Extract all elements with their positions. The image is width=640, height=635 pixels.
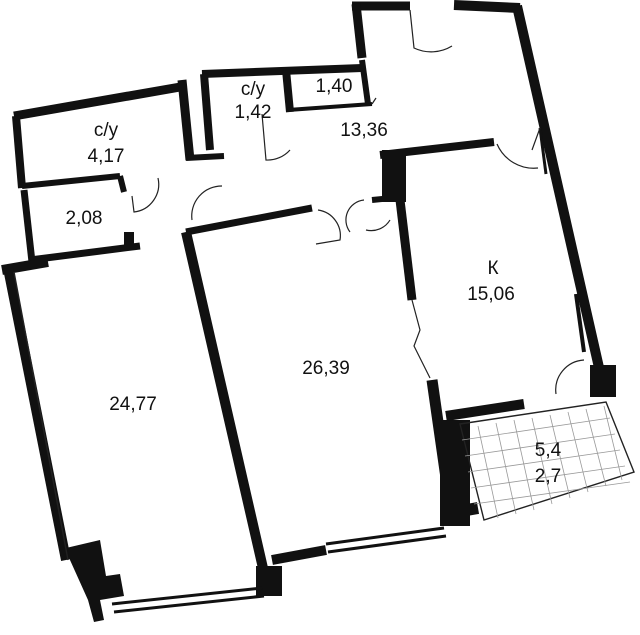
room-label-balcony-area: 5,4 (535, 440, 562, 461)
room-label-bath-large-area: 4,17 (88, 146, 125, 167)
balcony-tiles (459, 401, 635, 521)
walls (1, 0, 616, 622)
room-label-bedroom-area: 24,77 (109, 394, 157, 415)
room-label-bath-large-type: с/у (94, 120, 119, 141)
room-label-kitchen-area: 15,06 (467, 284, 515, 305)
room-label-closet-area: 1,40 (316, 76, 353, 97)
room-label-living-area: 26,39 (302, 358, 350, 379)
room-labels: с/у 4,17 2,08 с/у 1,42 1,40 13,36 К 15,0… (66, 76, 562, 487)
room-label-storage-area: 2,08 (66, 208, 103, 229)
room-label-kitchen-type: К (487, 258, 498, 279)
room-label-bath-small-type: с/у (241, 79, 266, 100)
room-label-balcony-area-reduced: 2,7 (535, 466, 561, 487)
doors (131, 9, 585, 395)
room-label-hall-area: 13,36 (340, 120, 388, 141)
room-label-bath-small-area: 1,42 (235, 102, 272, 123)
